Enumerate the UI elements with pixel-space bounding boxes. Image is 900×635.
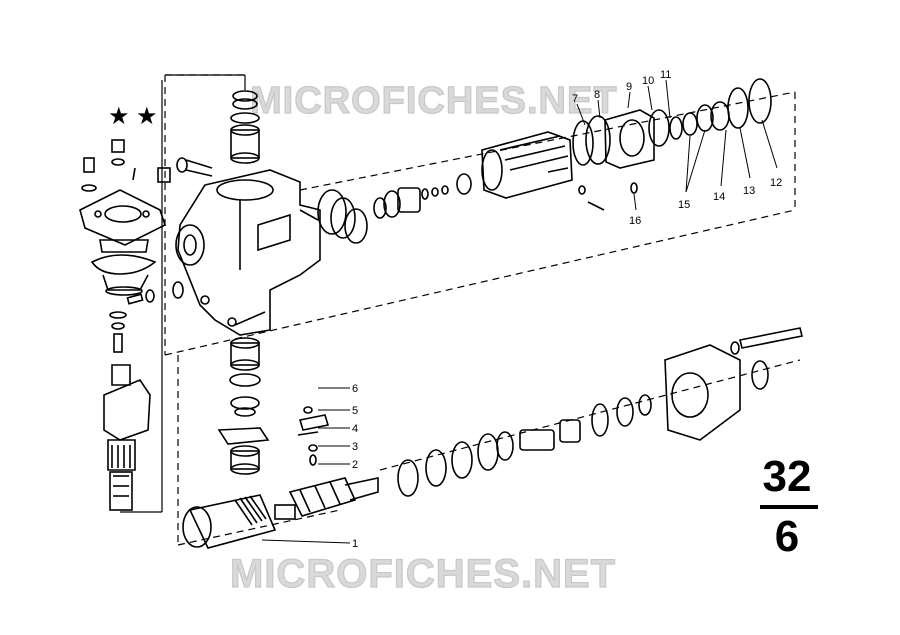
callout-6: 6 [352, 383, 358, 395]
callout-11: 11 [660, 69, 671, 81]
watermark-top: MICROFICHES.NET [249, 79, 618, 122]
small-o-ring [172, 281, 184, 299]
lock-plate-parts [297, 406, 330, 466]
upper-seal-rings [317, 189, 368, 244]
star-marker-2: ★ [136, 102, 158, 130]
watermark-bottom: MICROFICHES.NET [229, 551, 617, 596]
upper-bearing-stack [230, 90, 260, 164]
lower-seal-rings [397, 431, 514, 497]
adjusting-screw [109, 289, 155, 353]
left-bracket-lines [120, 74, 246, 513]
callout-2: 2 [352, 459, 358, 471]
callout-16: 16 [629, 215, 641, 227]
callout-leaders [261, 79, 778, 544]
needle-bearing-assembly [519, 394, 652, 451]
lower-dashed-frame [177, 355, 801, 546]
callout-14: 14 [713, 191, 725, 203]
callout-8: 8 [594, 89, 600, 101]
callout-4: 4 [352, 423, 358, 435]
control-valve-housing [481, 131, 573, 199]
sheet-page-number: 6 [774, 512, 800, 561]
callout-5: 5 [352, 405, 358, 417]
sector-shaft [103, 364, 151, 511]
callout-9: 9 [626, 81, 632, 93]
star-marker-1: ★ [108, 102, 130, 130]
lower-bearing-stack [217, 337, 270, 475]
worm-shaft [288, 477, 379, 517]
callout-13: 13 [743, 185, 755, 197]
callout-15: 15 [678, 199, 690, 211]
steering-gear-housing [175, 169, 321, 336]
upper-retaining-rings [572, 78, 772, 169]
callout-12: 12 [770, 177, 782, 189]
sheet-number-divider [760, 505, 818, 509]
callout-10: 10 [642, 75, 654, 87]
left-stud-and-nut [81, 139, 136, 192]
sheet-group-number: 32 [762, 452, 812, 501]
side-cover-plate [79, 189, 166, 253]
end-housing [664, 327, 803, 441]
callout-7: 7 [572, 93, 578, 105]
housing-plug [157, 157, 213, 183]
callout-3: 3 [352, 441, 358, 453]
cover-gasket [90, 254, 157, 296]
steering-piston [182, 494, 296, 549]
worm-bearing-parts [373, 173, 472, 219]
callout-1: 1 [352, 538, 358, 550]
small-pin [578, 182, 638, 211]
